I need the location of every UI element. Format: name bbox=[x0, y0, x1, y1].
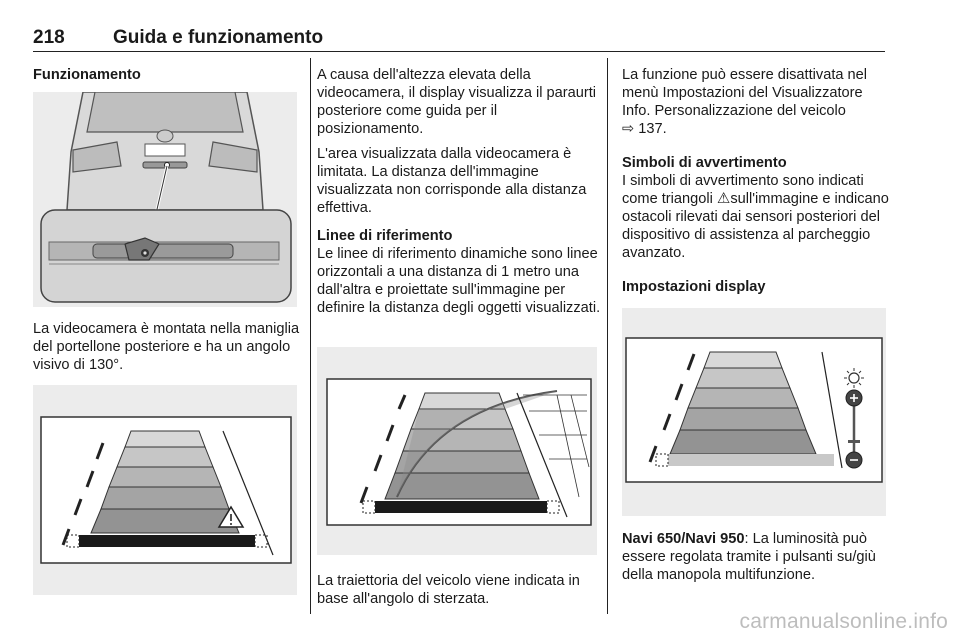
heading-warning-symbols: Simboli di avvertimento bbox=[622, 155, 787, 171]
disable-function-paragraph: La funzione può essere disattivata nel m… bbox=[622, 66, 890, 138]
trajectory-paragraph: La traiettoria del veicolo viene indicat… bbox=[317, 573, 580, 607]
column-2-bottom: La traiettoria del veicolo viene indicat… bbox=[317, 572, 601, 608]
warning-triangle-icon: ⚠ bbox=[716, 190, 731, 207]
navi-brightness-paragraph: Navi 650/Navi 950: La luminosità può ess… bbox=[622, 530, 890, 584]
display-brightness-illustration bbox=[622, 308, 886, 516]
column-divider-1 bbox=[310, 58, 311, 614]
header-rule bbox=[33, 51, 885, 52]
section-title: Guida e funzionamento bbox=[113, 27, 324, 48]
page-header: 218 Guida e funzionamento bbox=[33, 27, 885, 53]
camera-mounting-paragraph: La videocamera è montata nella maniglia … bbox=[33, 321, 300, 373]
column-1-text: La videocamera è montata nella maniglia … bbox=[33, 320, 301, 374]
dynamic-guide-lines-illustration bbox=[317, 347, 597, 555]
page-reference-arrow-icon: ⇨ bbox=[622, 121, 635, 137]
heading-display-settings: Impostazioni display bbox=[622, 279, 766, 295]
heading-funzionamento: Funzionamento bbox=[33, 67, 141, 83]
column-2: A causa dell'altezza elevata della video… bbox=[317, 66, 601, 317]
watermark: carmanualsonline.info bbox=[739, 610, 948, 633]
navi-brightness-text: : La luminosità può essere regolata tram… bbox=[622, 531, 876, 583]
disable-function-text: La funzione può essere disattivata nel m… bbox=[622, 67, 868, 119]
reference-lines-paragraph: Le linee di riferimento dinamiche sono l… bbox=[317, 246, 601, 316]
page-reference-number: 137. bbox=[638, 121, 667, 137]
limited-area-paragraph: L'area visualizzata dalla videocamera è … bbox=[317, 146, 587, 216]
column-3: La funzione può essere disattivata nel m… bbox=[622, 66, 890, 296]
column-divider-2 bbox=[607, 58, 608, 614]
column-1: Funzionamento bbox=[33, 66, 301, 84]
warning-text-a: I simboli di avvertimento sono indicati … bbox=[622, 173, 864, 207]
page-number: 218 bbox=[33, 27, 65, 48]
heading-reference-lines: Linee di riferimento bbox=[317, 228, 453, 244]
navi-model-label: Navi 650/Navi 950 bbox=[622, 531, 745, 547]
rear-camera-location-illustration bbox=[33, 92, 297, 307]
warning-text-b: sull'immagine e indicano ostacoli rileva… bbox=[622, 191, 889, 261]
bumper-guide-paragraph: A causa dell'altezza elevata della video… bbox=[317, 67, 597, 137]
column-3-bottom: Navi 650/Navi 950: La luminosità può ess… bbox=[622, 530, 890, 584]
warning-symbols-paragraph: I simboli di avvertimento sono indicati … bbox=[622, 172, 890, 262]
display-warning-triangle-illustration bbox=[33, 385, 297, 595]
